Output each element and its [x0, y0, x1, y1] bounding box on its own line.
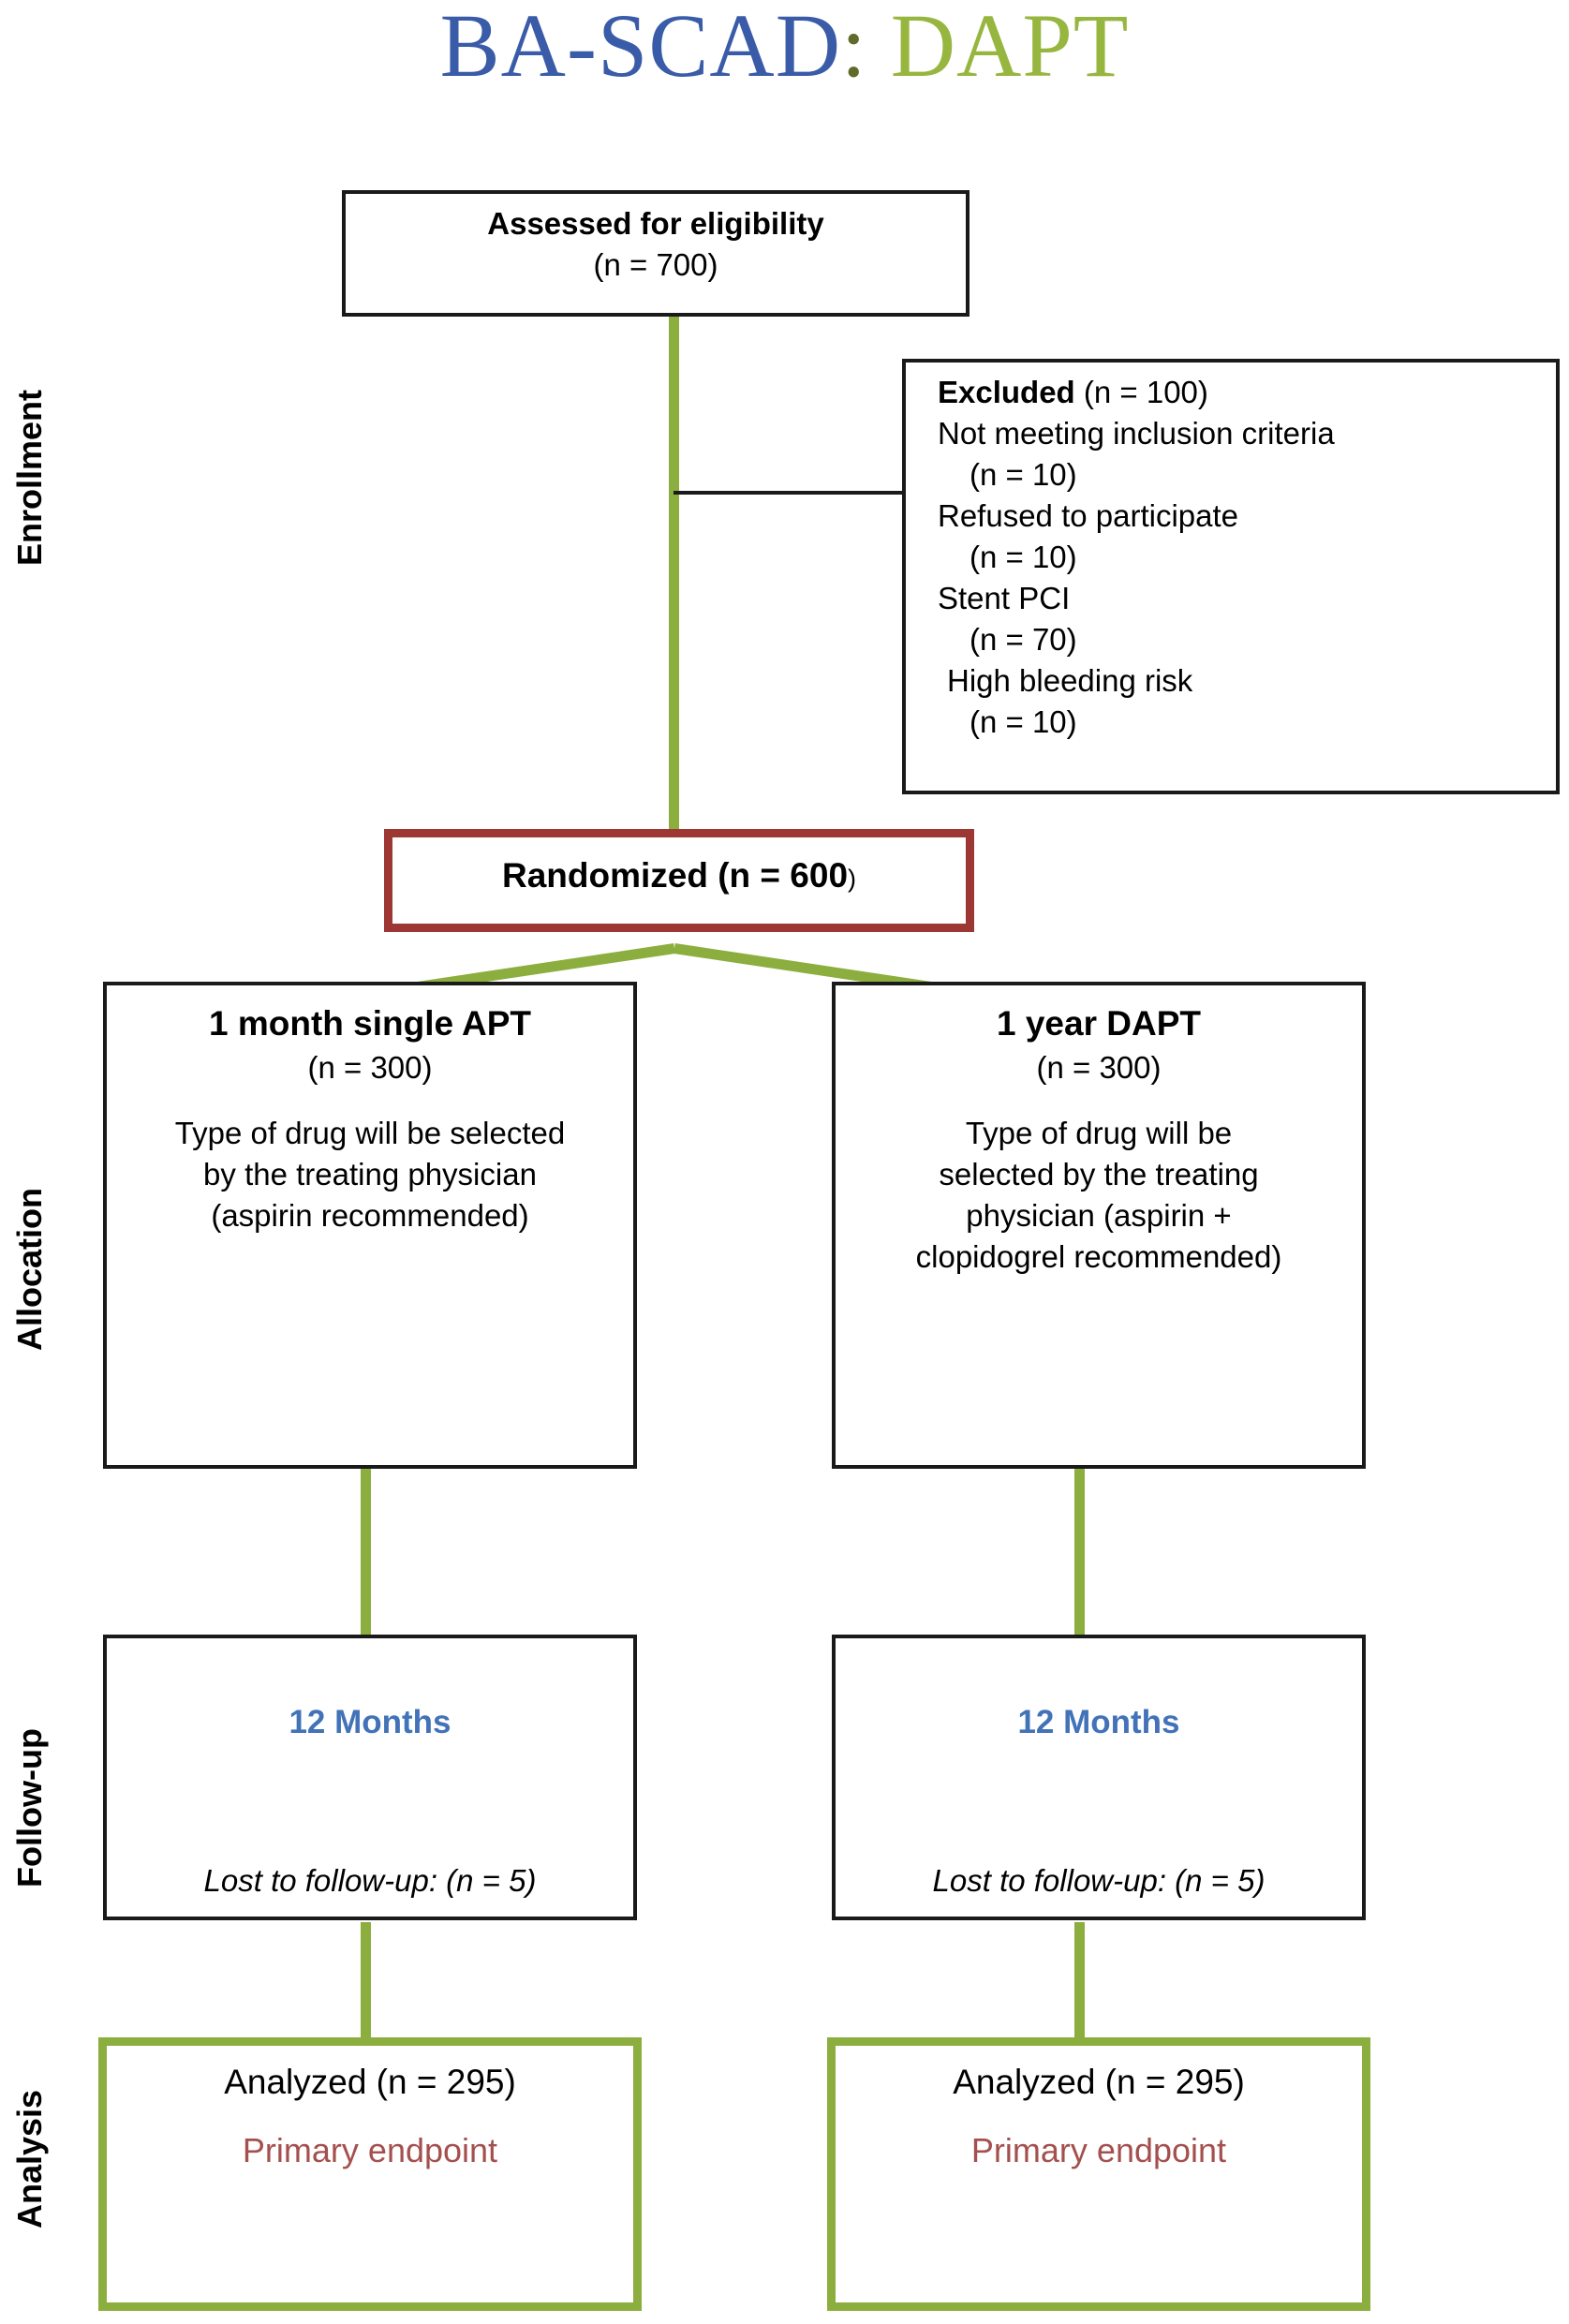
- arm1-description-line-2: (aspirin recommended): [211, 1198, 529, 1233]
- arm2-description-line-3: clopidogrel recommended): [915, 1239, 1282, 1274]
- excluded-reason-label-1: Refused to participate: [938, 498, 1239, 533]
- arm1-description-line-1: by the treating physician: [203, 1157, 537, 1192]
- excluded-reason-count-2: (n = 70): [970, 622, 1077, 657]
- connector-eligibility-to-randomized: [669, 315, 679, 835]
- connector-arm1-followup-to-analysis: [361, 1922, 371, 2039]
- connector-arm1-alloc-to-followup: [361, 1461, 371, 1639]
- arm1-count: (n = 300): [307, 1050, 433, 1085]
- stage-label-allocation: Allocation: [0, 1058, 60, 1480]
- arm2-followup-label: 12 Months: [1017, 1704, 1180, 1740]
- stage-label-followup-text: Follow-up: [10, 1728, 50, 1887]
- stage-label-analysis: Analysis: [0, 2005, 60, 2314]
- box-followup-arm-2: 12 Months Lost to follow-up: (n = 5): [832, 1635, 1366, 1920]
- randomized-row: Randomized (n = 600): [404, 852, 955, 902]
- connector-to-excluded: [673, 491, 908, 495]
- excluded-reason-count-0: (n = 10): [970, 457, 1077, 492]
- arm2-description-line-0: Type of drug will be: [965, 1116, 1233, 1150]
- stage-label-enrollment: Enrollment: [0, 206, 60, 749]
- title-colon: :: [841, 0, 867, 96]
- title-study-name: BA-SCAD: [439, 0, 842, 96]
- arm2-count: (n = 300): [1036, 1050, 1162, 1085]
- arm1-analyzed: Analyzed (n = 295): [224, 2063, 516, 2101]
- excluded-reason-count-3: (n = 10): [970, 704, 1077, 739]
- arm2-description-line-2: physician (aspirin +: [966, 1198, 1232, 1233]
- box-followup-arm-1: 12 Months Lost to follow-up: (n = 5): [103, 1635, 637, 1920]
- arm2-analyzed: Analyzed (n = 295): [953, 2063, 1245, 2101]
- box-randomized: Randomized (n = 600): [384, 829, 974, 932]
- box-excluded: Excluded (n = 100) Not meeting inclusion…: [902, 359, 1560, 794]
- excluded-reason-label-2: Stent PCI: [938, 581, 1071, 615]
- eligibility-count: (n = 700): [593, 247, 718, 282]
- excluded-heading-count: (n = 100): [1083, 375, 1208, 409]
- arm1-lost-to-followup: Lost to follow-up: (n = 5): [203, 1863, 537, 1898]
- randomized-label: Randomized (n = 600: [501, 856, 849, 895]
- arm1-description-line-0: Type of drug will be selected: [174, 1116, 566, 1150]
- excluded-heading-row: Excluded (n = 100): [938, 372, 1545, 413]
- connector-arm2-alloc-to-followup: [1074, 1461, 1085, 1639]
- arm1-title: 1 month single APT: [209, 1004, 531, 1043]
- stage-label-analysis-text: Analysis: [10, 2089, 50, 2229]
- excluded-reason-label-0: Not meeting inclusion criteria: [938, 416, 1335, 451]
- arm2-primary-endpoint: Primary endpoint: [970, 2131, 1227, 2169]
- box-analysis-arm-1: Analyzed (n = 295) Primary endpoint: [98, 2037, 642, 2311]
- excluded-reason-count-1: (n = 10): [970, 540, 1077, 574]
- connector-arm2-followup-to-analysis: [1074, 1922, 1085, 2039]
- box-analysis-arm-2: Analyzed (n = 295) Primary endpoint: [827, 2037, 1370, 2311]
- box-allocation-arm-2: 1 year DAPT (n = 300) Type of drug will …: [832, 982, 1366, 1469]
- stage-label-followup: Follow-up: [0, 1630, 60, 1986]
- stage-label-enrollment-text: Enrollment: [10, 389, 50, 567]
- title-arm-name: DAPT: [890, 0, 1130, 96]
- eligibility-title: Assessed for eligibility: [487, 206, 824, 241]
- page-title: BA-SCAD: DAPT: [0, 0, 1569, 97]
- arm1-followup-label: 12 Months: [289, 1704, 451, 1740]
- box-assessed-for-eligibility: Assessed for eligibility (n = 700): [342, 190, 970, 317]
- excluded-heading: Excluded: [938, 375, 1075, 409]
- arm1-primary-endpoint: Primary endpoint: [242, 2131, 498, 2169]
- arm2-description-line-1: selected by the treating: [939, 1157, 1259, 1192]
- arm2-lost-to-followup: Lost to follow-up: (n = 5): [932, 1863, 1266, 1898]
- excluded-reason-label-3: High bleeding risk: [947, 663, 1193, 698]
- randomized-close-paren: ): [848, 865, 857, 893]
- stage-label-allocation-text: Allocation: [10, 1187, 50, 1352]
- box-allocation-arm-1: 1 month single APT (n = 300) Type of dru…: [103, 982, 637, 1469]
- arm2-title: 1 year DAPT: [997, 1004, 1201, 1043]
